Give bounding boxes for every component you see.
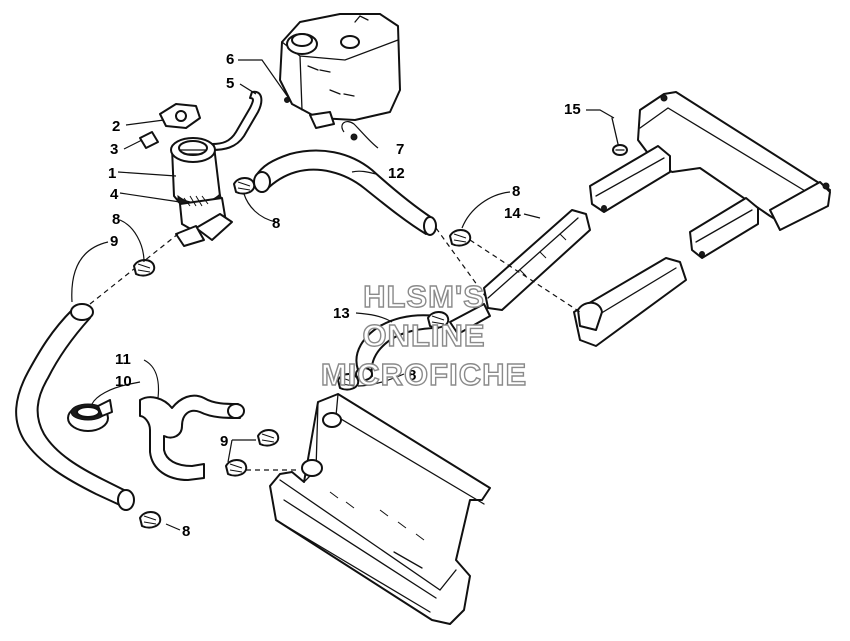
callout-8-left: 8	[112, 211, 120, 228]
hose-clamp-9b	[225, 459, 248, 477]
heat-exchanger-right	[589, 91, 831, 259]
callout-13: 13	[333, 305, 350, 322]
watermark-line-2: ONLINE	[362, 318, 485, 353]
large-clamp-10	[67, 399, 113, 432]
watermark-line-1: HLSM'S	[363, 279, 485, 314]
vent-hose	[211, 90, 263, 151]
callout-6: 6	[226, 51, 234, 68]
callout-1: 1	[108, 165, 116, 182]
filler-neck-assembly	[139, 103, 233, 247]
leader-lines	[71, 59, 615, 531]
hose-clamp-8c	[427, 311, 450, 329]
callout-5: 5	[226, 75, 234, 92]
callout-10: 10	[115, 373, 132, 390]
heat-exchanger-lower	[269, 393, 491, 625]
hose-11	[139, 394, 241, 481]
heat-exchanger-middle	[483, 209, 687, 347]
callout-2: 2	[112, 118, 120, 135]
callout-14: 14	[504, 205, 521, 222]
callout-8-top-right: 8	[512, 183, 520, 200]
hose-clamp-8f	[139, 511, 162, 529]
callout-9-bottom: 9	[220, 433, 228, 450]
callout-12: 12	[388, 165, 405, 182]
callout-3: 3	[110, 141, 118, 158]
callout-8-filler: 8	[272, 215, 280, 232]
hose-clamp-8a	[233, 177, 256, 195]
callout-7: 7	[396, 141, 404, 158]
hose-clamp-9a	[257, 429, 280, 447]
watermark: HLSM'S ONLINE MICROFICHE	[320, 278, 527, 392]
hose-clamp-8e	[133, 259, 156, 277]
watermark-line-3: MICROFICHE	[321, 357, 527, 392]
callout-9-left: 9	[110, 233, 118, 250]
mounting-screw-15	[611, 117, 628, 156]
callout-11: 11	[115, 351, 131, 368]
coolant-reservoir	[279, 13, 401, 121]
callout-8-center: 8	[408, 367, 416, 384]
callout-labels: 1 2 3 4 5 6 7 8 8 8 8 8 9 9 10 11 12 13 …	[108, 51, 581, 540]
callout-8-bottom: 8	[182, 523, 190, 540]
hose-clamp-8b	[449, 229, 472, 247]
upper-hose-12	[255, 149, 433, 235]
tank-bracket	[284, 97, 358, 141]
callout-15: 15	[564, 101, 581, 118]
hose-clamp-8d	[337, 373, 360, 391]
callout-4: 4	[110, 186, 119, 203]
